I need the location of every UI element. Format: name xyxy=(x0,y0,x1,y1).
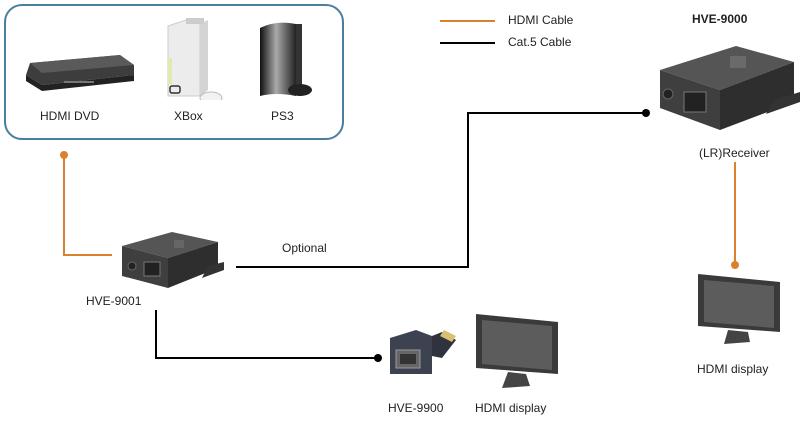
ps3-console-icon xyxy=(260,22,312,97)
adapter-label: HVE-9900 xyxy=(388,401,444,415)
cat5-cable-optional xyxy=(236,112,646,268)
adapter-device-icon xyxy=(390,330,456,374)
legend-cat5-label: Cat.5 Cable xyxy=(508,35,572,49)
hdmi-cable-source-to-transmitter xyxy=(63,155,112,256)
display-bottom-icon xyxy=(476,314,558,388)
xbox-console-icon xyxy=(167,18,223,100)
receiver-model-label: HVE-9000 xyxy=(692,12,748,26)
cat5-connector-dot-adapter xyxy=(374,354,382,362)
source-label-xbox: XBox xyxy=(174,109,203,123)
legend-hdmi-label: HDMI Cable xyxy=(508,13,574,27)
transmitter-device-icon xyxy=(122,232,224,288)
transmitter-label: HVE-9001 xyxy=(86,294,142,308)
source-label-ps3: PS3 xyxy=(271,109,294,123)
cat5-connector-dot-receiver xyxy=(642,109,650,117)
hdmi-connector-dot-display xyxy=(731,261,739,269)
source-label-dvd: HDMI DVD xyxy=(40,109,100,123)
hdmi-connector-dot xyxy=(60,151,68,159)
dvd-player-icon xyxy=(26,55,134,91)
cat5-cable-to-adapter xyxy=(155,310,378,359)
display-right-icon xyxy=(698,274,780,344)
display-right-label: HDMI display xyxy=(697,362,769,376)
receiver-label: (LR)Receiver xyxy=(699,146,770,160)
optional-connection-label: Optional xyxy=(282,241,327,255)
display-bottom-label: HDMI display xyxy=(475,401,547,415)
receiver-device-icon xyxy=(660,46,800,130)
source-devices-group xyxy=(4,4,344,140)
